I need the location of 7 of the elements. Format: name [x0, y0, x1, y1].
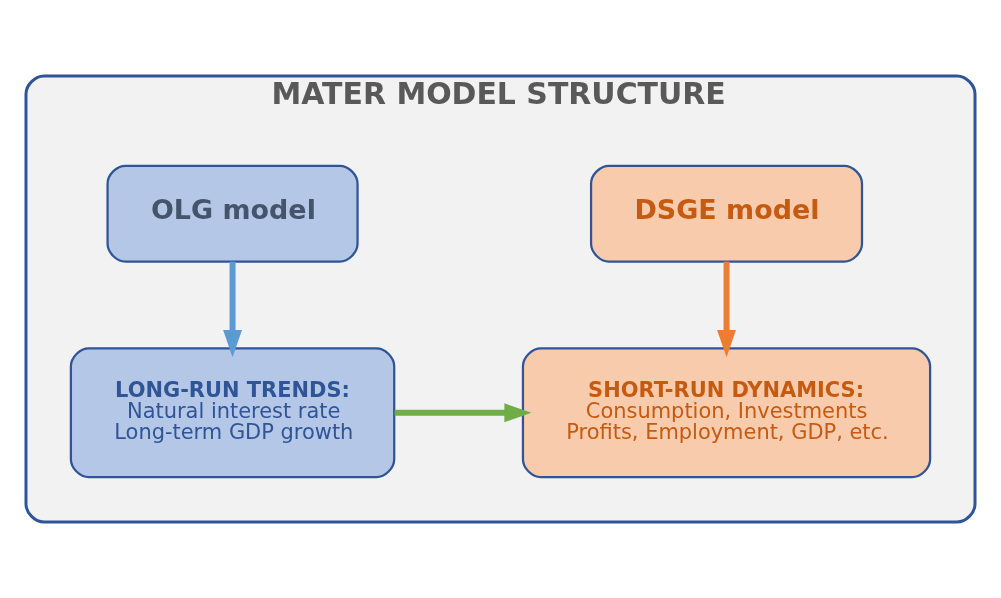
node-box: SHORT-RUN DYNAMICS: Consumption, Investments Profits, Employment, GDP, etc.: [521, 347, 932, 479]
node-box: LONG-RUN TRENDS: Natural interest rate Long-term GDP growth: [69, 347, 396, 479]
node-box: OLG model: [106, 164, 359, 263]
arrow: [717, 261, 736, 358]
arrow: [394, 403, 532, 423]
arrow: [223, 261, 243, 358]
node-box: DSGE model: [589, 164, 864, 263]
